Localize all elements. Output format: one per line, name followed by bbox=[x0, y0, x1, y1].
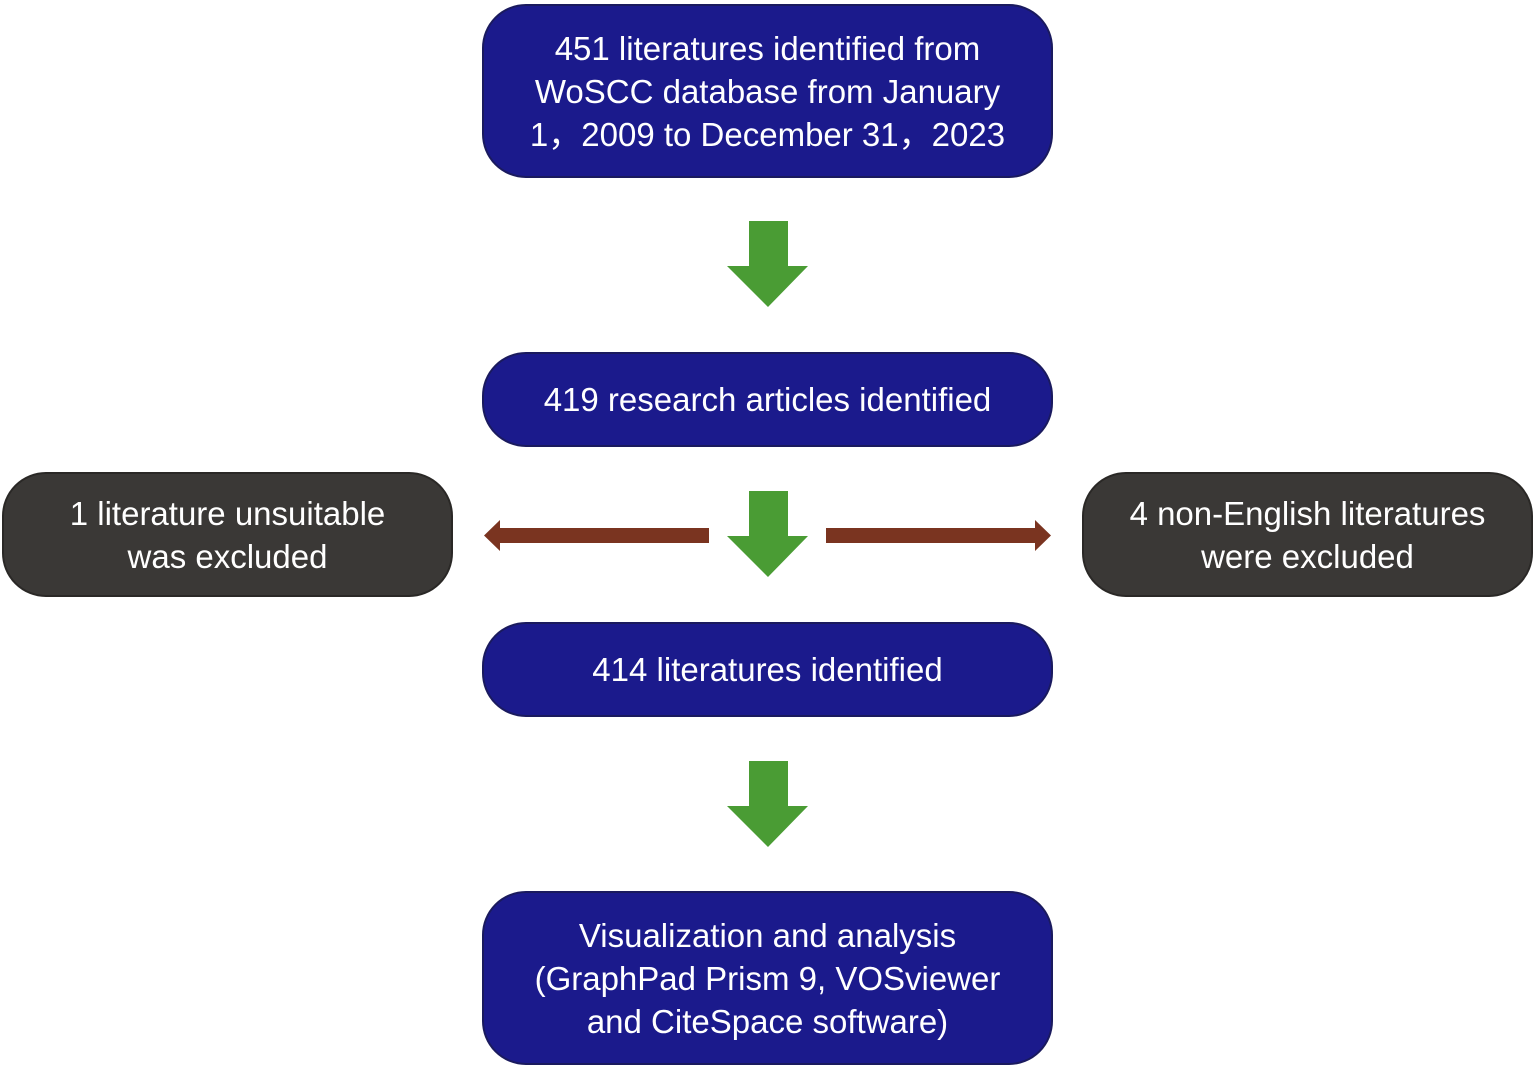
exclusion-text: 1 literature unsuitable was excluded bbox=[69, 494, 386, 575]
exclusion-text: 4 non-English literatures were excluded bbox=[1129, 494, 1486, 575]
left-arrow-icon bbox=[484, 520, 709, 551]
step-text: 414 literatures identified bbox=[592, 651, 943, 688]
down-arrow-icon bbox=[727, 491, 808, 577]
down-arrow-icon bbox=[727, 761, 808, 847]
down-arrow-icon bbox=[727, 221, 808, 307]
step-text: Visualization and analysis (GraphPad Pri… bbox=[534, 916, 1001, 1040]
right-arrow-icon bbox=[826, 520, 1051, 551]
step-box-literatures-identified: 414 literatures identified bbox=[482, 622, 1053, 717]
step-text: 419 research articles identified bbox=[543, 381, 992, 418]
step-box-research-articles: 419 research articles identified bbox=[482, 352, 1053, 447]
exclusion-box-unsuitable: 1 literature unsuitable was excluded bbox=[2, 472, 453, 597]
step-text: 451 literatures identified from WoSCC da… bbox=[529, 29, 1006, 153]
exclusion-box-non-english: 4 non-English literatures were excluded bbox=[1082, 472, 1533, 597]
step-box-visualization: Visualization and analysis (GraphPad Pri… bbox=[482, 891, 1053, 1065]
step-box-initial-search: 451 literatures identified from WoSCC da… bbox=[482, 4, 1053, 178]
